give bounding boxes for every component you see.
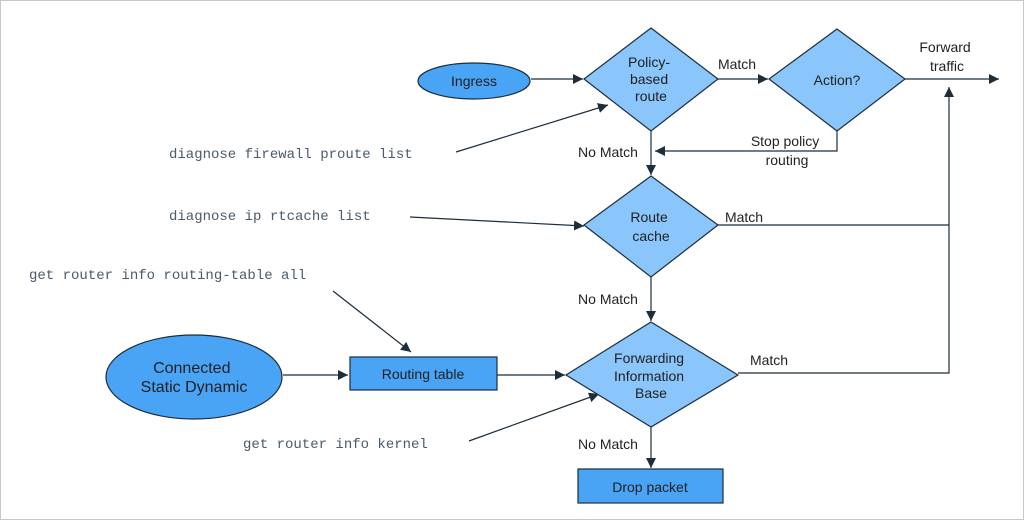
- routing-table-command: get router info routing-table all: [29, 268, 306, 284]
- drop-packet-node: [577, 468, 724, 504]
- kernel-pointer: [468, 392, 600, 442]
- ingress-label: Ingress: [451, 73, 497, 89]
- route-sources-label: Connected Static Dynamic: [141, 360, 248, 396]
- fib-match-arrow: [738, 87, 954, 374]
- route-cache-decision: [583, 175, 719, 278]
- policy-match-label: Match: [718, 56, 756, 72]
- routing-table-pointer: [332, 290, 412, 353]
- proute-pointer: [455, 103, 609, 153]
- ingress-node: [417, 62, 531, 100]
- stop-policy-arrow: [655, 131, 838, 156]
- fib-match-label: Match: [750, 352, 788, 368]
- cache-match-label: Match: [725, 209, 763, 225]
- action-label: Action?: [814, 72, 861, 88]
- rtcache-pointer: [409, 216, 585, 231]
- route-cache-label: Route cache: [630, 209, 671, 244]
- stop-policy-label: Stop policy routing: [751, 133, 823, 168]
- routing-table-node: [349, 356, 498, 391]
- fib-decision: [564, 321, 740, 428]
- action-decision: [767, 28, 907, 132]
- rtcache-command: diagnose ip rtcache list: [169, 209, 371, 225]
- kernel-command: get router info kernel: [243, 437, 428, 453]
- route-sources-node: [105, 334, 283, 420]
- policy-route-label: Policy- based route: [628, 54, 674, 104]
- fib-no-match-label: No Match: [578, 436, 638, 452]
- policy-no-match-label: No Match: [578, 144, 638, 160]
- forward-traffic-label: Forward traffic: [919, 39, 974, 74]
- routing-table-label: Routing table: [382, 366, 465, 382]
- fib-label: Forwarding Information Base: [614, 350, 688, 401]
- proute-command: diagnose firewall proute list: [169, 147, 413, 163]
- cache-no-match-label: No Match: [578, 291, 638, 307]
- policy-route-decision: [583, 27, 719, 132]
- drop-packet-label: Drop packet: [612, 479, 688, 495]
